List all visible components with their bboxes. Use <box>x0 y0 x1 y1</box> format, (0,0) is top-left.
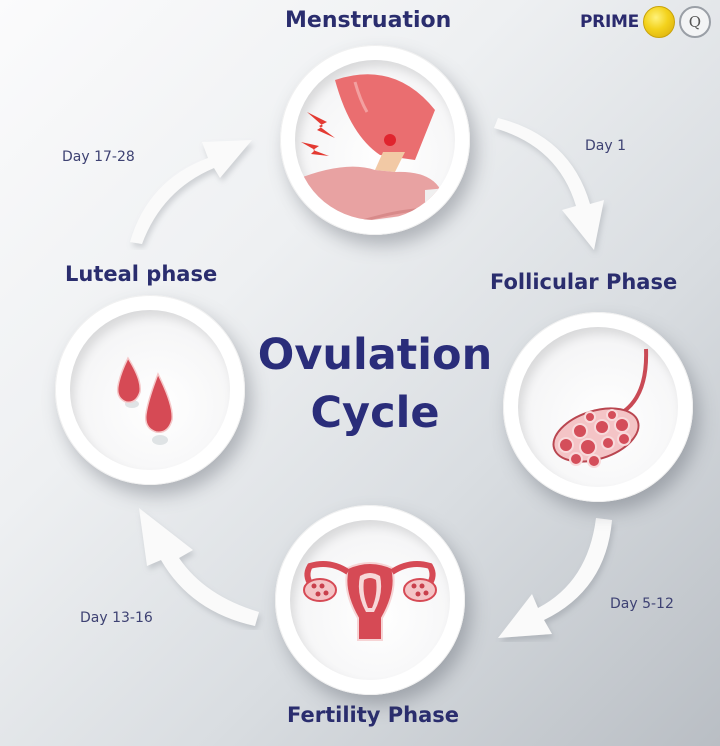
arrow-fertility-to-luteal-icon <box>139 508 259 626</box>
title-line-1: Ovulation <box>257 330 493 380</box>
day-1-label: Day 1 <box>585 138 627 154</box>
follicle-icon <box>552 348 649 468</box>
fertility-phase-title: Fertility Phase <box>287 703 460 727</box>
arrow-follicular-to-fertility-icon <box>498 518 612 638</box>
gold-coin-icon <box>642 6 675 38</box>
menstruation-disc <box>280 45 470 235</box>
menstruation-title: Menstruation <box>285 8 452 33</box>
arrow-luteal-to-menstruation-icon <box>130 140 252 244</box>
logo-text: PRIME <box>580 12 639 32</box>
day-13-16-label: Day 13-16 <box>80 610 153 626</box>
blood-drops-icon <box>116 356 173 445</box>
follicular-phase-title: Follicular Phase <box>490 270 678 294</box>
luteal-phase-title: Luteal phase <box>65 262 218 286</box>
uterus-icon <box>303 561 437 641</box>
title-line-2: Cycle <box>310 388 440 438</box>
prime-logo: PRIME Q <box>580 6 711 38</box>
luteal-disc <box>55 295 245 485</box>
cramping-woman-icon <box>295 74 447 220</box>
arrow-menstruation-to-follicular-icon <box>494 118 604 250</box>
day-5-12-label: Day 5-12 <box>610 596 674 612</box>
diagram-title: Ovulation Cycle <box>250 326 500 442</box>
follicular-disc <box>503 312 693 502</box>
fertility-disc <box>275 505 465 695</box>
day-17-28-label: Day 17-28 <box>62 149 135 165</box>
q-badge-icon: Q <box>678 6 711 38</box>
